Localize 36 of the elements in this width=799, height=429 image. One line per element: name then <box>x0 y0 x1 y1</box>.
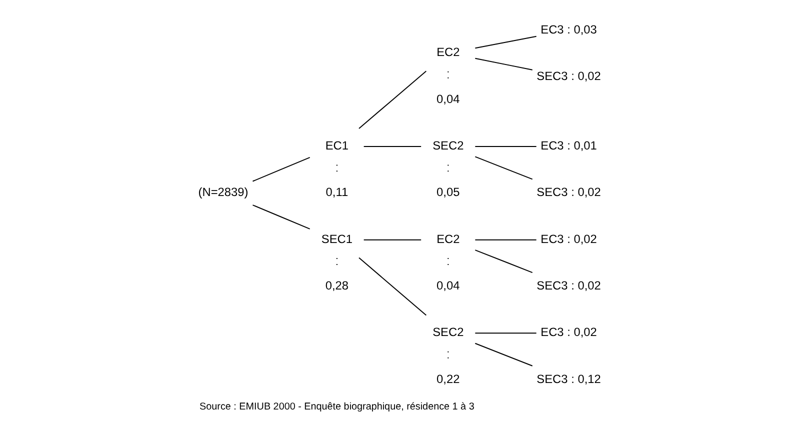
node-text: EC3 : 0,01 <box>540 138 597 153</box>
connector <box>363 239 422 240</box>
node-text: 0,04 <box>436 278 460 293</box>
node-text: SEC2 <box>432 138 464 153</box>
connector <box>252 156 310 182</box>
node-text: 0,04 <box>436 92 460 106</box>
connector <box>474 156 533 180</box>
connector <box>358 257 427 316</box>
caption: Source : EMIUB 2000 - Enquête biographique, résidence 1 à 3 <box>200 402 474 413</box>
node-text: 0,11 <box>326 185 348 200</box>
node-text: EC3 : 0,02 <box>540 325 597 340</box>
node-text: EC2 <box>436 45 460 60</box>
node-text: EC3 : 0,03 <box>540 22 597 36</box>
connector <box>474 332 537 334</box>
node-text: SEC3 : 0,02 <box>536 69 601 84</box>
node-text: EC1 <box>325 138 349 153</box>
node-text: SEC3 : 0,02 <box>536 185 601 200</box>
node-text: 0,28 <box>325 278 349 293</box>
node-text: SEC1 <box>321 232 353 246</box>
connector <box>252 204 310 230</box>
connector <box>358 70 427 129</box>
connector <box>474 239 537 240</box>
node-text: 0,22 <box>436 372 460 386</box>
node-text: EC3 : 0,02 <box>540 232 597 246</box>
node-text: SEC3 : 0,12 <box>536 372 601 386</box>
node-text: SEC2 <box>432 325 464 340</box>
connector <box>474 36 537 49</box>
node-text: EC2 <box>436 232 460 246</box>
connector <box>474 342 533 366</box>
connector <box>474 58 533 70</box>
node-text: SEC3 : 0,02 <box>536 278 601 293</box>
connector <box>474 146 537 147</box>
connector <box>363 146 422 147</box>
node-text: 0,05 <box>436 185 460 200</box>
connector <box>474 250 533 274</box>
node-text: (N=2839) <box>198 185 248 200</box>
